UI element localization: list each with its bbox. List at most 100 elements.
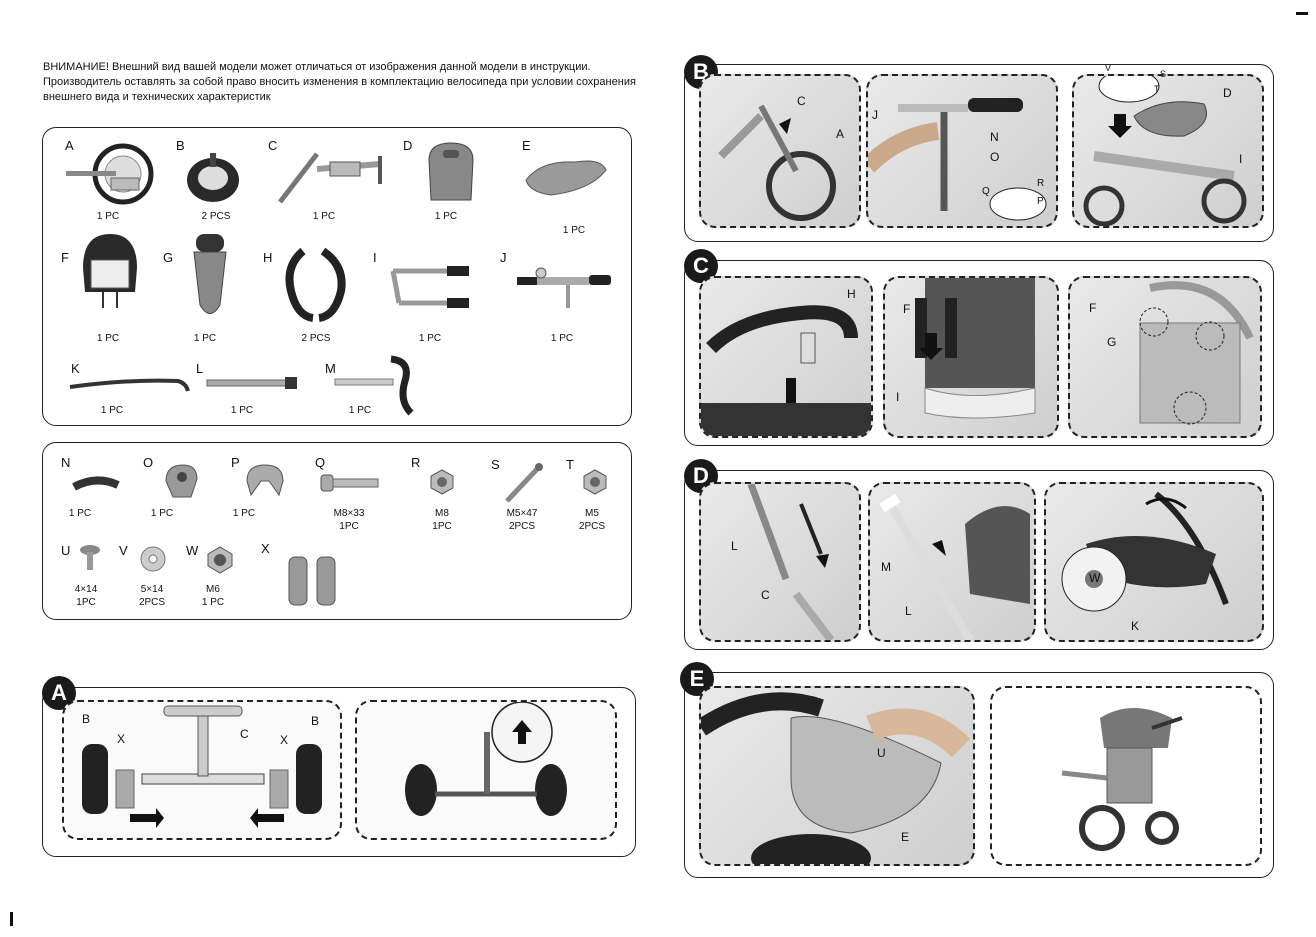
hw-label-o: O	[143, 455, 154, 470]
step-c-callout-h: H	[847, 287, 856, 301]
hw-label-t: T	[566, 457, 574, 472]
hw-qty-u: 1PC	[76, 597, 96, 608]
hw-qty-s: 2PCS	[508, 521, 536, 532]
part-label-j: J	[500, 250, 507, 265]
hw-label-r: R	[411, 455, 421, 470]
part-qty-g: 1 PC	[193, 333, 217, 344]
step-b-callout-r: R	[1037, 178, 1045, 189]
page-edge-mark	[10, 912, 13, 926]
hw-o-clamp-icon	[165, 464, 198, 498]
part-label-m: M	[325, 361, 336, 376]
hw-label-q: Q	[315, 455, 326, 470]
part-l-push-rod-icon	[206, 377, 297, 389]
hw-p-clip-icon	[246, 464, 284, 497]
hw-label-p: P	[231, 455, 240, 470]
step-b-panel-2	[866, 74, 1058, 228]
step-b-front-fork-illustration	[718, 104, 836, 221]
step-d-push-rod-illustration	[747, 484, 835, 640]
step-a-callout-c: C	[240, 727, 249, 741]
part-a-front-wheel-icon	[66, 143, 154, 205]
part-j-handlebar-icon	[517, 267, 611, 308]
step-d-callout-l-2: L	[905, 604, 912, 618]
part-k-cable-icon	[69, 378, 190, 392]
hw-label-s: S	[491, 457, 500, 472]
part-qty-k: 1 PC	[100, 405, 124, 416]
part-h-guard-rail-icon	[285, 247, 346, 322]
step-b-panel-1	[699, 74, 861, 228]
hw-label-n: N	[61, 455, 71, 470]
step-a-panel-1	[62, 700, 342, 840]
hw-qty-p: 1 PC	[232, 508, 256, 519]
part-qty-a: 1 PC	[96, 211, 120, 222]
step-b-callout-s: S	[1160, 69, 1167, 79]
step-b-callout-q: Q	[982, 186, 990, 197]
hw-label-w: W	[186, 543, 199, 558]
step-a-callout-x-left: X	[117, 732, 126, 746]
hw-qty-v: 2PCS	[138, 597, 166, 608]
step-c-callout-g: G	[1107, 335, 1117, 349]
step-d-panel-3	[1044, 482, 1264, 642]
part-label-e: E	[522, 138, 531, 153]
part-label-a: A	[65, 138, 74, 153]
hw-size-v: 5×14	[140, 584, 164, 595]
part-label-h: H	[263, 250, 273, 265]
part-f-canopy-icon	[83, 234, 137, 308]
step-e-footrest-illustration	[701, 692, 971, 864]
hw-x-caps-icon	[288, 556, 336, 606]
step-c-callout-f-2: F	[1089, 301, 1097, 315]
hw-qty-n: 1 PC	[68, 508, 92, 519]
part-b-rear-wheel-icon	[187, 153, 239, 202]
hw-label-x: X	[261, 541, 270, 556]
part-label-f: F	[61, 250, 69, 265]
step-a-assembled-axle-illustration	[405, 702, 567, 816]
part-qty-h: 2 PCS	[301, 333, 331, 344]
hw-r-nut-icon	[430, 469, 454, 495]
hw-qty-q: 1PC	[339, 521, 359, 532]
part-qty-b: 2 PCS	[201, 211, 231, 222]
step-d-callout-l: L	[731, 539, 738, 553]
hw-t-nut-icon	[583, 469, 607, 495]
step-b-callout-t: T	[1154, 84, 1160, 94]
step-c-callout-f: F	[903, 302, 911, 316]
step-a-callout-x-right: X	[280, 733, 289, 747]
step-e-panel-1	[699, 686, 975, 866]
step-b-callout-p: P	[1037, 196, 1044, 207]
part-qty-m: 1 PC	[348, 405, 372, 416]
step-b-callout-i: I	[1239, 152, 1243, 166]
step-b-callout-o: O	[990, 150, 1000, 164]
part-qty-f: 1 PC	[96, 333, 120, 344]
hw-label-v: V	[119, 543, 128, 558]
part-label-l: L	[196, 361, 204, 376]
step-b-panel-3	[1072, 74, 1264, 228]
step-c-canopy-mount-illustration	[915, 278, 1036, 419]
step-b-callout-v: V	[1105, 63, 1112, 73]
hardware-list-box: N 1 PC O 1 PC P 1 PC Q M8×33 1PC R M8 1P…	[42, 442, 632, 620]
step-d-callout-k: K	[1131, 619, 1140, 633]
part-qty-e: 1 PC	[562, 225, 586, 236]
part-label-c: C	[268, 138, 278, 153]
part-m-push-handle-icon	[334, 355, 414, 416]
part-d-seat-icon	[428, 142, 474, 201]
part-e-footrest-icon	[525, 160, 607, 196]
part-label-k: K	[71, 361, 80, 376]
step-b-callout-n: N	[990, 130, 999, 144]
step-a-axle-illustration	[82, 705, 322, 828]
step-e-callout-e: E	[901, 830, 910, 844]
step-d-panel-2	[868, 482, 1036, 642]
step-c-callout-i: I	[896, 390, 900, 404]
parts-list-box: A 1 PC B 2 PCS C 1 PC D 1 PC E 1 PC F 1 …	[42, 127, 632, 426]
corner-mark	[1296, 12, 1308, 15]
hw-size-t: M5	[585, 508, 599, 519]
step-c-backrest-illustration	[1139, 281, 1254, 425]
hw-size-u: 4×14	[74, 584, 98, 595]
step-c-panel-2	[883, 276, 1059, 438]
warning-text: ВНИМАНИЕ! Внешний вид вашей модели может…	[43, 61, 636, 103]
hw-w-nut-icon	[207, 546, 233, 574]
hw-u-screw-icon	[80, 545, 100, 570]
hw-q-bolt-icon	[320, 474, 379, 492]
hw-qty-o: 1 PC	[150, 508, 174, 519]
step-c-panel-3	[1068, 276, 1262, 438]
step-e-callout-u: U	[877, 746, 886, 760]
hw-qty-w: 1 PC	[201, 597, 225, 608]
step-e-panel-2	[990, 686, 1262, 866]
